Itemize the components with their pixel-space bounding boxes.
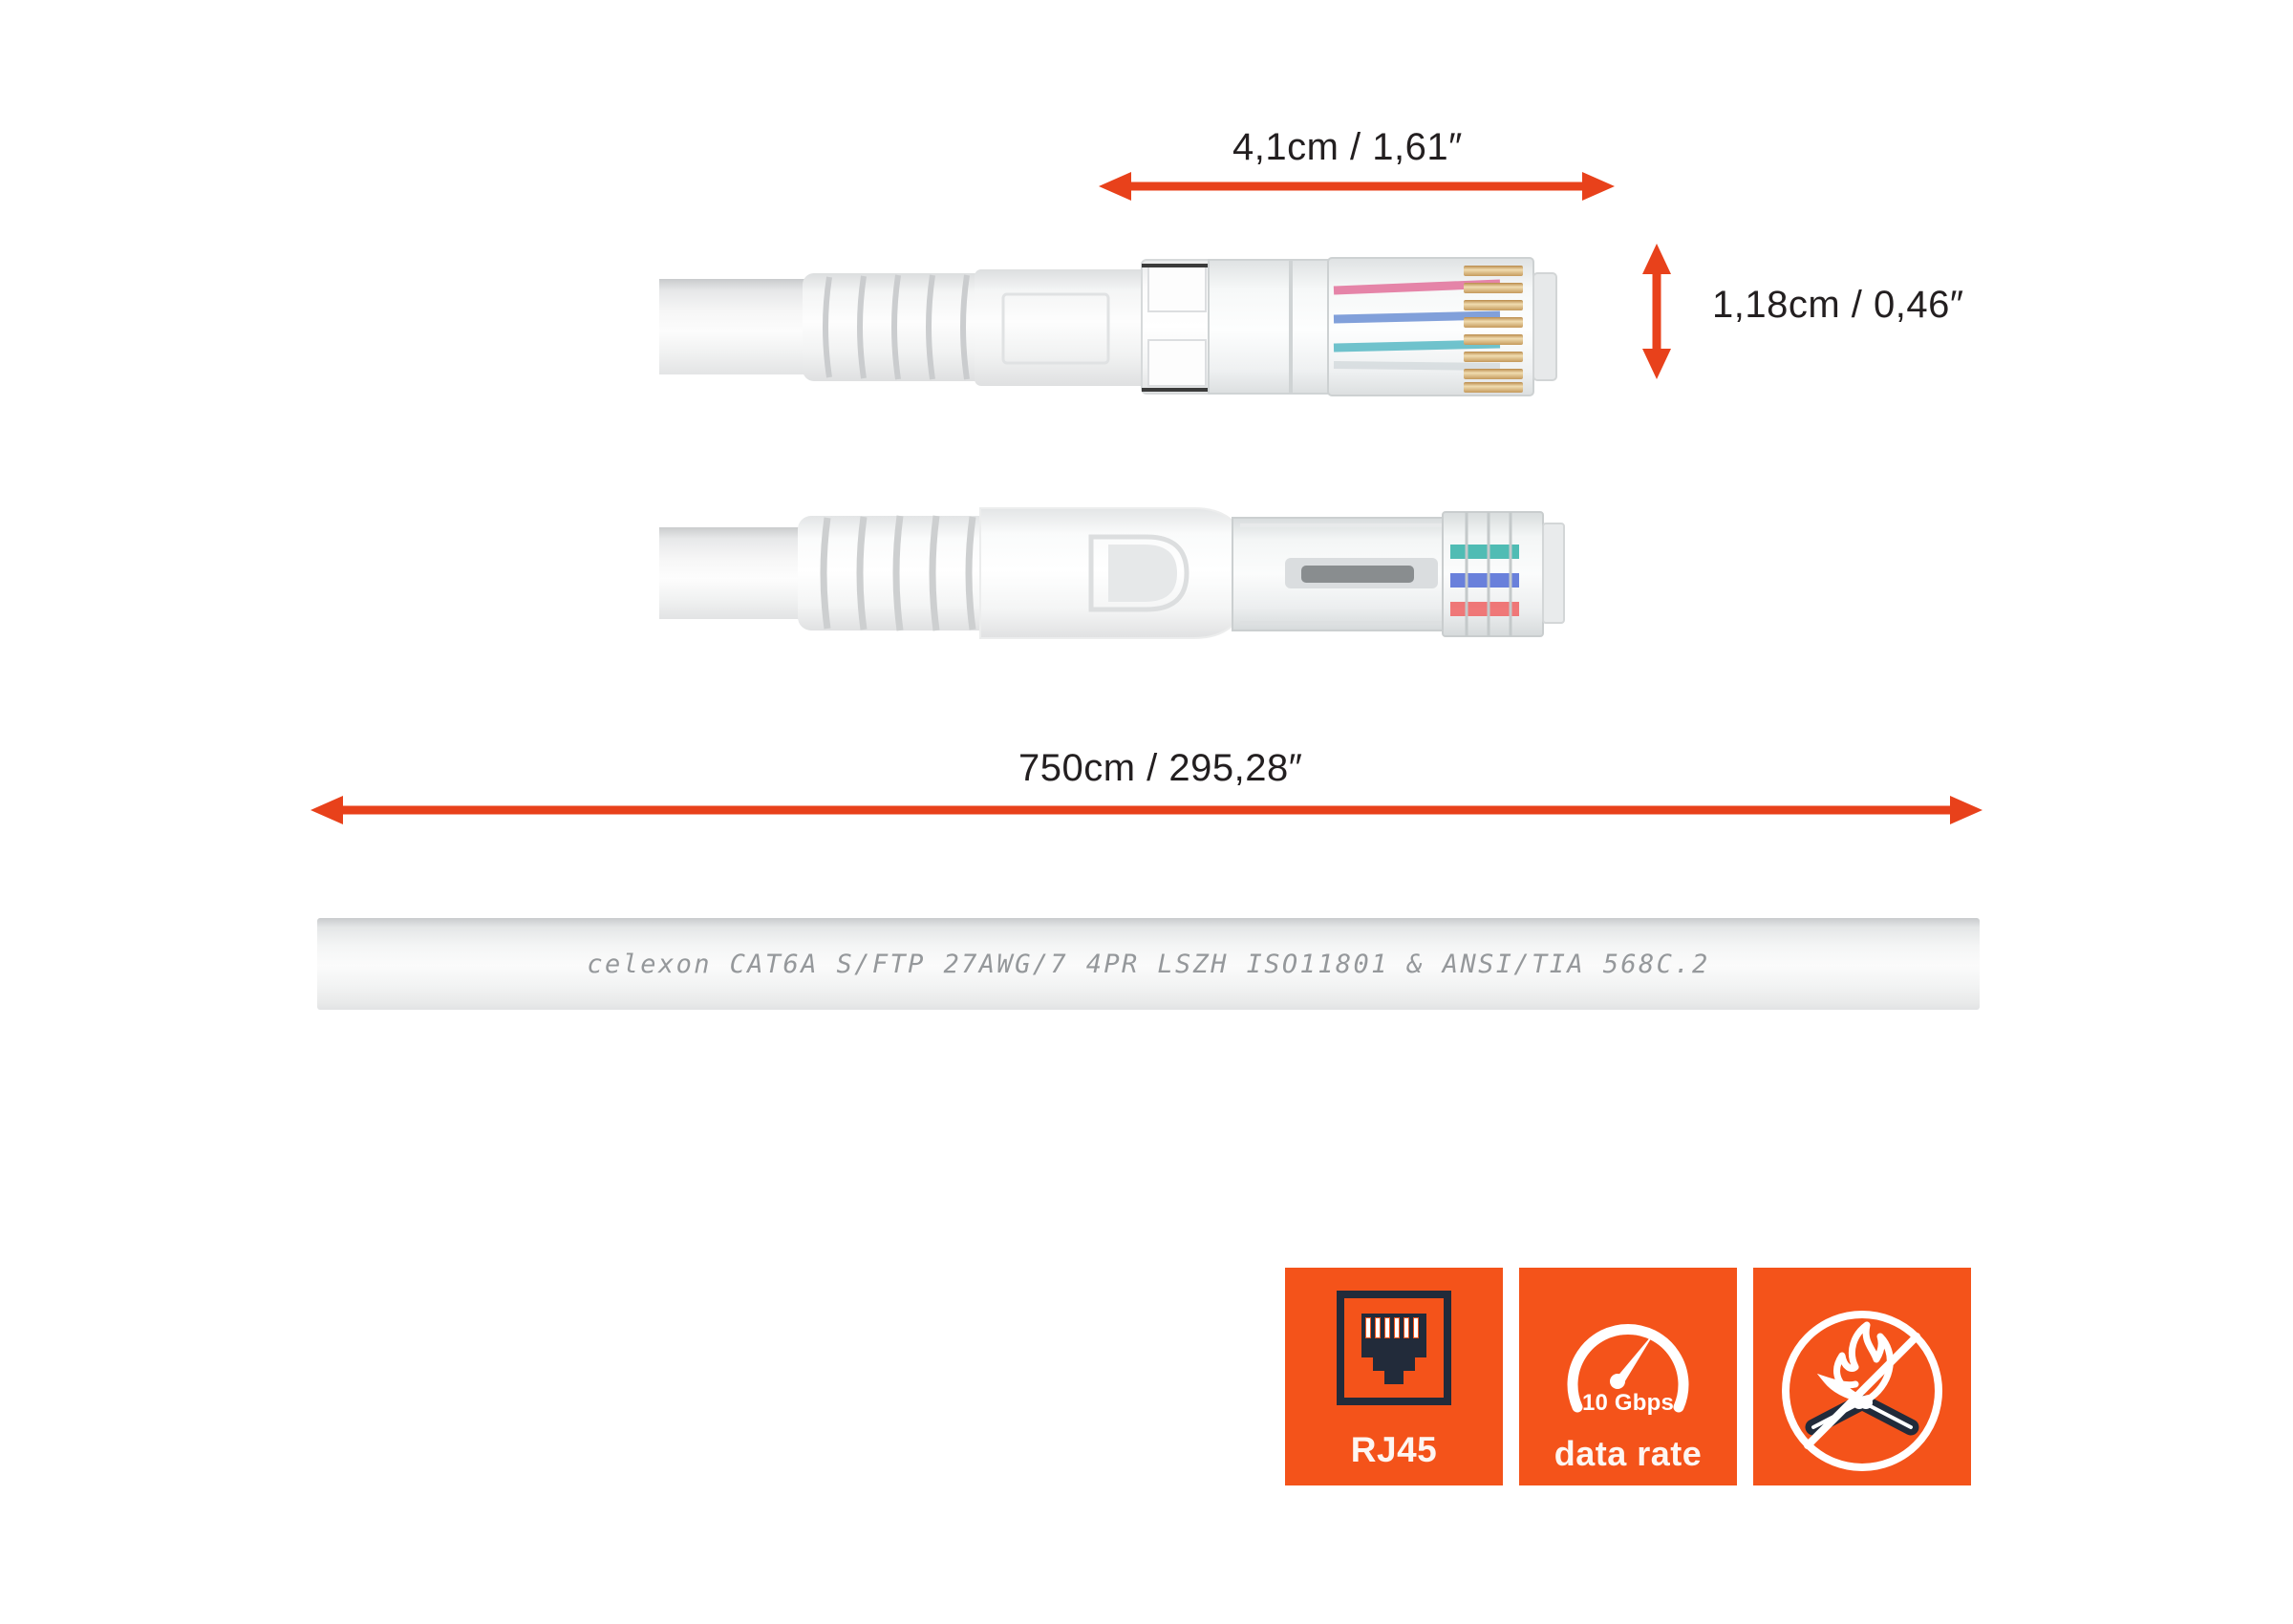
badge-rj45-label: RJ45 xyxy=(1350,1430,1438,1469)
rj45-connector-bottom-view xyxy=(659,478,1648,669)
badge-data-rate-value: 10 Gbps xyxy=(1581,1390,1675,1416)
plug-length-label: 4,1cm / 1,61″ xyxy=(1232,126,1463,168)
cable-jacket-print-text: celexon CAT6A S/FTP 27AWG/7 4PR LSZH ISO… xyxy=(587,949,1710,979)
feature-badge-row: RJ45 10 Gbps data rate xyxy=(1285,1268,1971,1485)
cable-length-label: 750cm / 295,28″ xyxy=(1018,747,1303,789)
badge-data-rate-label: data rate xyxy=(1554,1434,1703,1473)
plug-height-label: 1,18cm / 0,46″ xyxy=(1712,284,1964,326)
badge-data-rate: 10 Gbps data rate xyxy=(1519,1268,1737,1485)
plug-height-dimension-arrow xyxy=(1642,244,1671,379)
cable-length-dimension-arrow xyxy=(311,796,1982,824)
no-flame-icon xyxy=(1771,1300,1953,1486)
badge-rj45: RJ45 xyxy=(1285,1268,1503,1485)
plug-length-dimension-arrow xyxy=(1099,172,1615,201)
rj45-connector-top-view xyxy=(659,231,1648,422)
cable-jacket-section: celexon CAT6A S/FTP 27AWG/7 4PR LSZH ISO… xyxy=(317,918,1980,1010)
badge-flame-retardant xyxy=(1753,1268,1971,1485)
rj45-port-icon xyxy=(1327,1285,1461,1423)
speedometer-icon xyxy=(1556,1285,1700,1423)
